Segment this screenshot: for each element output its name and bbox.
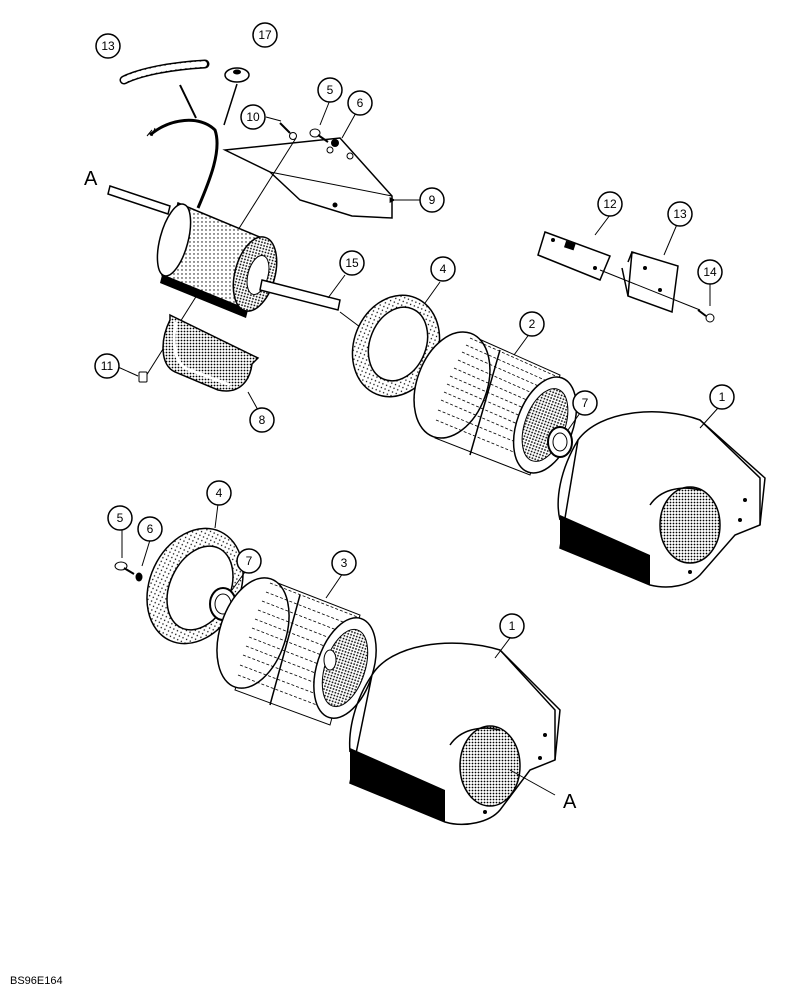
motor-shaft-right bbox=[259, 279, 341, 311]
svg-text:13: 13 bbox=[101, 39, 115, 53]
screw-10 bbox=[279, 122, 297, 140]
svg-text:4: 4 bbox=[216, 486, 223, 500]
screw-5-upper bbox=[309, 128, 329, 143]
callout: 2 bbox=[519, 311, 545, 337]
svg-text:5: 5 bbox=[117, 511, 124, 525]
leader-1-upper bbox=[699, 407, 719, 429]
svg-text:1: 1 bbox=[719, 390, 726, 404]
callout: 10 bbox=[240, 104, 266, 130]
figure-code: BS96E164 bbox=[10, 975, 63, 987]
callout: 5 bbox=[317, 77, 343, 103]
reference-line-a bbox=[509, 769, 556, 796]
callout: 1 bbox=[499, 613, 525, 639]
svg-text:1: 1 bbox=[509, 619, 516, 633]
svg-text:8: 8 bbox=[259, 413, 266, 427]
wire-end bbox=[146, 127, 156, 137]
callout: 1 bbox=[709, 384, 735, 410]
blower-housing-lower bbox=[348, 642, 561, 826]
callout: 12 bbox=[597, 191, 623, 217]
svg-text:6: 6 bbox=[357, 96, 364, 110]
callout: 13 bbox=[95, 33, 121, 59]
callout: 6 bbox=[347, 90, 373, 116]
blower-motor bbox=[156, 201, 278, 318]
svg-text:5: 5 bbox=[327, 83, 334, 97]
grommet bbox=[224, 67, 250, 83]
svg-text:12: 12 bbox=[603, 197, 617, 211]
callout: 17 bbox=[252, 22, 278, 48]
nut bbox=[138, 371, 148, 383]
callout: 7 bbox=[572, 390, 598, 416]
motor-bracket bbox=[222, 137, 393, 219]
motor-shaft-left bbox=[107, 185, 171, 215]
leader-17 bbox=[223, 83, 238, 126]
leader-15 bbox=[327, 274, 346, 299]
svg-text:11: 11 bbox=[101, 359, 114, 373]
leader-12 bbox=[594, 214, 611, 236]
leader-6-lower bbox=[141, 539, 151, 567]
callout: 15 bbox=[339, 250, 365, 276]
svg-text:2: 2 bbox=[529, 317, 536, 331]
leader-16 bbox=[179, 84, 197, 119]
leader-5 bbox=[319, 99, 331, 126]
leader-1-lower bbox=[494, 637, 511, 659]
leader-11 bbox=[117, 366, 139, 377]
screw-14 bbox=[697, 309, 715, 323]
leader-13 bbox=[663, 221, 679, 256]
svg-text:9: 9 bbox=[429, 193, 436, 207]
blower-wheel-lower bbox=[216, 577, 377, 726]
leader-10 bbox=[265, 116, 282, 122]
svg-text:7: 7 bbox=[582, 396, 589, 410]
blower-housing-upper bbox=[557, 411, 766, 588]
reference-label-a-bottom: A bbox=[563, 791, 577, 813]
callout: 4 bbox=[206, 480, 232, 506]
wire-loom bbox=[119, 59, 210, 85]
washer-6-upper bbox=[331, 139, 339, 147]
screw-5-lower bbox=[114, 561, 135, 575]
leader-4-upper bbox=[424, 281, 441, 304]
svg-text:7: 7 bbox=[246, 554, 253, 568]
motor-wire bbox=[149, 118, 219, 209]
fastener-axis bbox=[599, 269, 701, 311]
leader-4-lower bbox=[214, 503, 219, 529]
svg-text:15: 15 bbox=[345, 256, 359, 270]
washer-6-lower bbox=[135, 572, 143, 582]
svg-text:6: 6 bbox=[147, 522, 154, 536]
callout: 8 bbox=[249, 407, 275, 433]
leader-2 bbox=[513, 332, 531, 356]
reference-label-a-top: A bbox=[84, 168, 98, 190]
motor-strap bbox=[162, 313, 260, 392]
svg-text:17: 17 bbox=[258, 28, 272, 42]
callout: 11 bbox=[94, 353, 120, 379]
callout: 9 bbox=[419, 187, 445, 213]
resistor-plate bbox=[537, 231, 611, 281]
callout: 13 bbox=[667, 201, 693, 227]
callout: 4 bbox=[430, 256, 456, 282]
blower-wheel-upper bbox=[413, 331, 578, 476]
callout: 14 bbox=[697, 259, 723, 285]
leader-7-lower bbox=[231, 571, 246, 591]
callout: 3 bbox=[331, 550, 357, 576]
leader-8 bbox=[247, 391, 259, 411]
svg-text:13: 13 bbox=[673, 207, 687, 221]
hub-clamp-upper bbox=[547, 426, 573, 458]
svg-text:4: 4 bbox=[440, 262, 447, 276]
callout: 5 bbox=[107, 505, 133, 531]
svg-text:10: 10 bbox=[246, 110, 260, 124]
svg-text:14: 14 bbox=[703, 265, 717, 279]
callout: 7 bbox=[236, 548, 262, 574]
leader-7-upper bbox=[567, 412, 581, 431]
leader-3 bbox=[325, 572, 344, 599]
callout: 6 bbox=[137, 516, 163, 542]
svg-text:3: 3 bbox=[341, 556, 348, 570]
leader-6 bbox=[341, 110, 358, 139]
inlet-ring-upper bbox=[351, 294, 441, 398]
